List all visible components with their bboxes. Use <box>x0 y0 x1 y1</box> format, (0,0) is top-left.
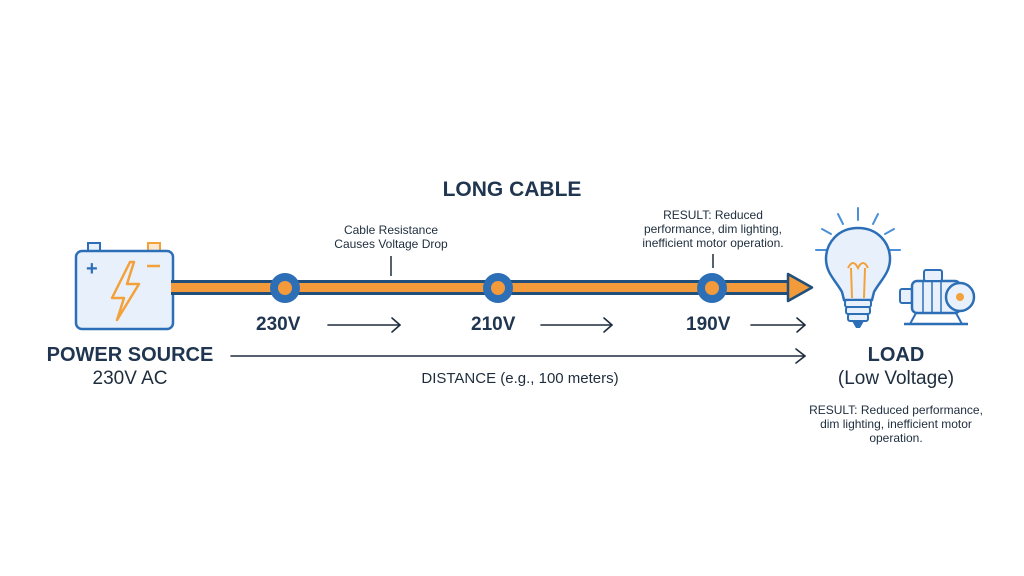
result-note-top: RESULT: Reduced performance, dim lightin… <box>624 208 802 250</box>
voltage-arrow-2 <box>540 317 613 333</box>
voltage-arrow-3 <box>750 317 806 333</box>
battery-icon: + <box>74 242 175 331</box>
cable-resistance-note: Cable Resistance Causes Voltage Drop <box>320 223 462 251</box>
voltage-label-190: 190V <box>686 314 731 335</box>
distance-arrow <box>230 348 806 364</box>
result-top-line-2: performance, dim lighting, <box>643 222 783 236</box>
result-top-line-1: RESULT: Reduced <box>663 208 763 222</box>
power-source-title: POWER SOURCE <box>46 344 214 366</box>
cable-note-line-2: Causes Voltage Drop <box>334 237 448 251</box>
diagram-title: LONG CABLE <box>442 178 582 201</box>
distance-label: DISTANCE (e.g., 100 meters) <box>421 370 619 387</box>
cable-note-line-1: Cable Resistance <box>343 223 439 237</box>
voltage-label-230: 230V <box>256 314 301 335</box>
cable <box>171 272 814 303</box>
voltage-label-210: 210V <box>471 314 516 335</box>
cable-node-2 <box>483 273 513 303</box>
load-subtitle: (Low Voltage) <box>837 368 955 389</box>
load-title: LOAD <box>867 344 925 366</box>
result-note-bottom: RESULT: Reduced performance, dim lightin… <box>796 403 996 445</box>
light-bulb-icon <box>815 207 901 328</box>
svg-text:+: + <box>86 258 98 280</box>
cable-node-3 <box>697 273 727 303</box>
voltage-arrow-1 <box>327 317 401 333</box>
cable-node-1 <box>270 273 300 303</box>
lightning-bolt-icon <box>110 260 141 322</box>
power-source-voltage: 230V AC <box>92 368 168 389</box>
electric-motor-icon <box>899 269 976 326</box>
result-bottom-line-3: operation. <box>869 431 923 445</box>
result-bottom-line-2: dim lighting, inefficient motor <box>820 417 972 431</box>
result-top-line-3: inefficient motor operation. <box>642 236 784 250</box>
result-bottom-line-1: RESULT: Reduced performance, <box>809 403 983 417</box>
